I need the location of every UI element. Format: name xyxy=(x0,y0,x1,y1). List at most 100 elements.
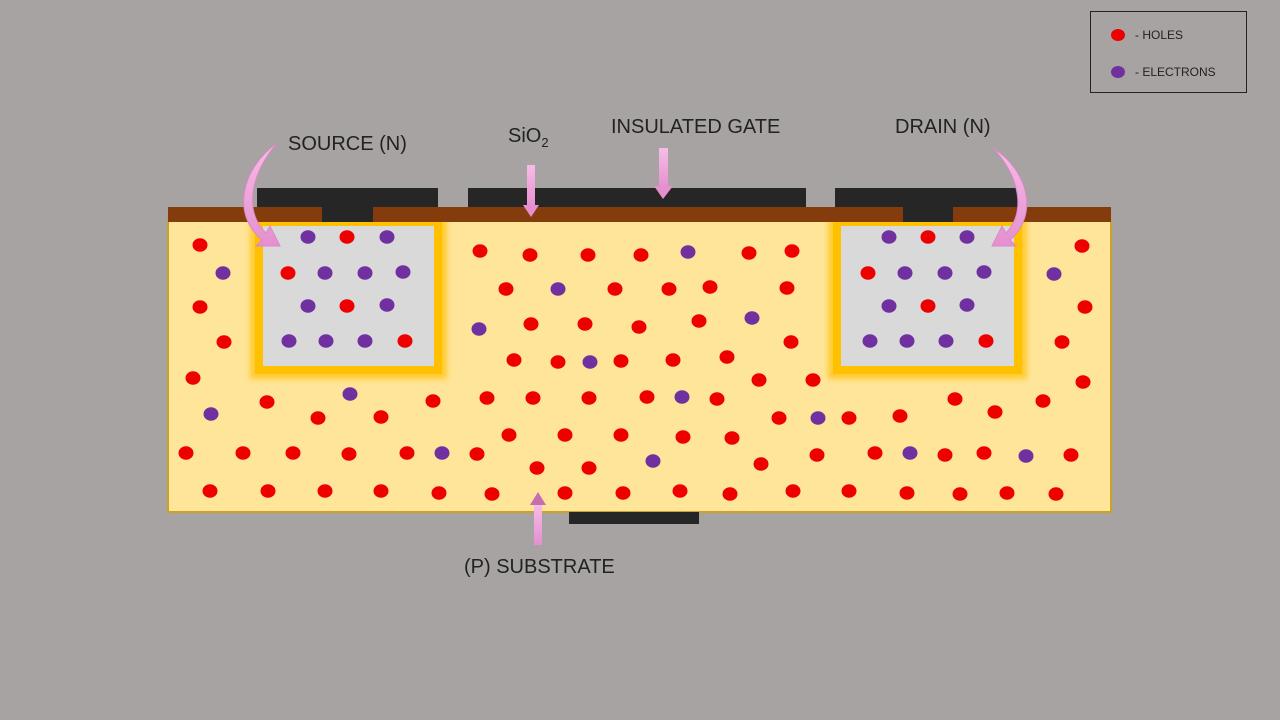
electron-dot xyxy=(1046,267,1062,281)
electron-dot xyxy=(434,446,450,460)
hole-dot xyxy=(724,431,740,445)
hole-dot xyxy=(341,447,357,461)
electron-dot xyxy=(379,230,395,244)
hole-dot xyxy=(615,486,631,500)
hole-dot xyxy=(373,484,389,498)
charge-carriers xyxy=(178,230,1093,501)
hole-dot xyxy=(809,448,825,462)
hole-dot xyxy=(661,282,677,296)
substrate-contact xyxy=(569,512,699,524)
hole-dot xyxy=(310,411,326,425)
electron-dot xyxy=(471,322,487,336)
hole-dot xyxy=(339,230,355,244)
hole-dot xyxy=(860,266,876,280)
hole-dot xyxy=(741,246,757,260)
electron-dot xyxy=(959,298,975,312)
hole-dot xyxy=(665,353,681,367)
electron-dot xyxy=(582,355,598,369)
hole-dot xyxy=(785,484,801,498)
legend-electrons: - ELECTRONS xyxy=(1111,65,1216,79)
hole-dot xyxy=(920,230,936,244)
down-arrow-icon xyxy=(654,148,673,199)
hole-dot xyxy=(373,410,389,424)
hole-dot xyxy=(841,411,857,425)
hole-dot xyxy=(771,411,787,425)
legend-electrons-label: - ELECTRONS xyxy=(1135,65,1216,79)
hole-dot xyxy=(952,487,968,501)
hole-dot xyxy=(581,461,597,475)
hole-dot xyxy=(607,282,623,296)
hole-dot xyxy=(397,334,413,348)
hole-dot xyxy=(751,373,767,387)
curved-arrow-icon xyxy=(243,142,281,247)
hole-dot xyxy=(613,354,629,368)
electron-dot xyxy=(862,334,878,348)
hole-dot xyxy=(675,430,691,444)
hole-dot xyxy=(577,317,593,331)
electron-dot xyxy=(937,266,953,280)
hole-dot xyxy=(581,391,597,405)
hole-dot xyxy=(185,371,201,385)
hole-dot xyxy=(987,405,1003,419)
down-arrow-icon xyxy=(523,165,539,217)
hole-dot xyxy=(1035,394,1051,408)
hole-dot xyxy=(522,248,538,262)
hole-dot xyxy=(317,484,333,498)
hole-dot xyxy=(557,428,573,442)
sio2-text: SiO xyxy=(508,125,542,147)
electron-dot xyxy=(300,299,316,313)
hole-dot xyxy=(719,350,735,364)
hole-dot xyxy=(1054,335,1070,349)
hole-dot xyxy=(523,317,539,331)
hole-dot xyxy=(469,447,485,461)
electron-dot xyxy=(902,446,918,460)
electron-dot xyxy=(550,282,566,296)
legend: - HOLES - ELECTRONS xyxy=(1090,11,1247,93)
sio2-subscript: 2 xyxy=(541,135,549,150)
hole-dot xyxy=(479,391,495,405)
electron-dot xyxy=(357,266,373,280)
curved-arrow-icon xyxy=(991,147,1028,247)
hole-dot xyxy=(1075,375,1091,389)
electron-dot xyxy=(674,390,690,404)
hole-dot xyxy=(280,266,296,280)
electron-dot xyxy=(1018,449,1034,463)
hole-dot xyxy=(425,394,441,408)
hole-dot xyxy=(178,446,194,460)
hole-dot xyxy=(613,428,629,442)
hole-dot xyxy=(580,248,596,262)
hole-dot xyxy=(639,390,655,404)
electron-dot xyxy=(215,266,231,280)
hole-dot xyxy=(506,353,522,367)
hole-dot xyxy=(672,484,688,498)
hole-dot xyxy=(339,299,355,313)
electron-dot xyxy=(317,266,333,280)
electron-dot xyxy=(899,334,915,348)
hole-dot xyxy=(484,487,500,501)
hole-dot xyxy=(192,238,208,252)
electron-dot xyxy=(300,230,316,244)
electron-dot xyxy=(379,298,395,312)
insulated-gate-label: INSULATED GATE xyxy=(611,116,781,138)
hole-dot xyxy=(976,446,992,460)
hole-dot xyxy=(192,300,208,314)
hole-dot xyxy=(235,446,251,460)
hole-dot xyxy=(550,355,566,369)
source-label: SOURCE (N) xyxy=(288,133,407,155)
legend-holes-label: - HOLES xyxy=(1135,28,1184,42)
hole-dot xyxy=(498,282,514,296)
electron-dot xyxy=(744,311,760,325)
electron-dot xyxy=(203,407,219,421)
sio2-label: SiO2 xyxy=(508,125,549,150)
hole-dot xyxy=(709,392,725,406)
sio2-oxide-layer xyxy=(168,207,1111,222)
electron-dot xyxy=(881,299,897,313)
hole-dot xyxy=(841,484,857,498)
hole-dot xyxy=(1048,487,1064,501)
electron-dot xyxy=(281,334,297,348)
electron-dot xyxy=(318,334,334,348)
hole-dot xyxy=(722,487,738,501)
drain-label: DRAIN (N) xyxy=(895,116,991,138)
source-contact xyxy=(257,188,438,222)
electron-dot xyxy=(959,230,975,244)
